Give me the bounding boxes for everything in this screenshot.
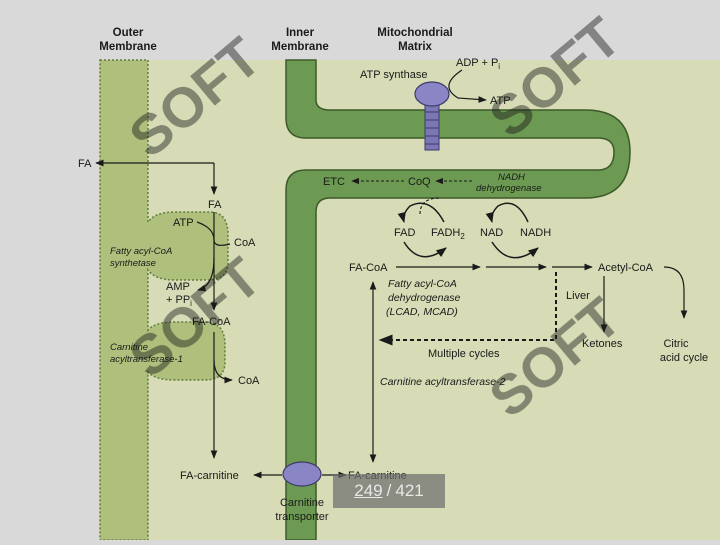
nadh-dh-label-2: dehydrogenase: [476, 183, 542, 194]
citric-label-1: Citric: [663, 338, 689, 350]
facs-label-2: synthetase: [110, 258, 156, 269]
fa-coa-left-label: FA-CoA: [192, 316, 231, 328]
carnitine-transporter-label-2: transporter: [275, 511, 329, 523]
facs-label-1: Fatty acyl-CoA: [110, 246, 172, 257]
ketones-label: Ketones: [582, 338, 623, 350]
header-matrix-line2: Matrix: [398, 41, 432, 53]
header-outer-line2: Membrane: [99, 41, 157, 53]
page-separator: /: [386, 481, 392, 500]
nadh-label: NADH: [520, 227, 551, 239]
inner-membrane: [285, 59, 631, 541]
fa-coa-right-label: FA-CoA: [349, 262, 388, 274]
coa-label-1: CoA: [234, 237, 256, 249]
facd-label-1: Fatty acyl-CoA: [388, 278, 457, 290]
header-inner-line2: Membrane: [271, 41, 329, 53]
cytosol-region: [0, 60, 100, 540]
nadh-dh-label-1: NADH: [498, 172, 525, 183]
etc-label: ETC: [323, 176, 345, 188]
facd-label-2: dehydrogenase: [388, 292, 461, 304]
ppi-label: + PPi: [166, 294, 192, 308]
coq-label: CoQ: [408, 176, 431, 188]
atp-synthase-label: ATP synthase: [360, 69, 427, 81]
fadh2-to-coq-link: [419, 197, 441, 215]
fa-label: FA: [208, 199, 222, 211]
cat1-label-2: acyltransferase-1: [110, 354, 183, 365]
cat1-label-1: Carnitine: [110, 342, 148, 353]
multiple-cycles-arrow: [378, 272, 557, 346]
fadh2-label: FADH2: [431, 227, 465, 241]
atp-product-label: ATP: [490, 95, 511, 107]
citric-label-2: acid cycle: [660, 352, 708, 364]
atp-synthase-head: [414, 81, 450, 107]
amp-label: AMP: [166, 281, 190, 293]
liver-label: Liver: [566, 290, 590, 302]
page-current: 249: [354, 481, 383, 500]
fad-cycle-bottom-arrow: [403, 241, 447, 258]
outer-membrane: [99, 59, 229, 541]
atp-synthase-arrow: [448, 69, 487, 103]
facd-label-3: (LCAD, MCAD): [386, 306, 458, 318]
fad-label: FAD: [394, 227, 415, 239]
multiple-cycles-label: Multiple cycles: [428, 348, 500, 360]
carnitine-transporter-protein: [282, 461, 322, 487]
adp-pi-label: ADP + Pi: [456, 57, 500, 71]
page-total: 421: [395, 481, 424, 500]
header-outer-line1: Outer: [113, 27, 144, 39]
acetyl-coa-label: Acetyl-CoA: [598, 262, 654, 274]
coa-label-2: CoA: [238, 375, 260, 387]
nad-cycle-top-arrow: [485, 202, 529, 224]
cat2-label: Carnitine acyltransferase-2: [380, 376, 506, 388]
coa-release-arrow: [213, 359, 233, 384]
nad-cycle-bottom-arrow: [491, 241, 539, 259]
nad-label: NAD: [480, 227, 503, 239]
header-inner-line1: Inner: [286, 27, 315, 39]
header-matrix-line1: Mitochondrial: [377, 27, 452, 39]
fad-cycle-top-arrow: [397, 202, 445, 224]
atp-label: ATP: [173, 217, 194, 229]
fa-out-label: FA: [78, 158, 92, 170]
page-indicator[interactable]: 249 / 421: [333, 474, 445, 508]
carnitine-transporter-label-1: Carnitine: [280, 497, 324, 509]
fa-carnitine-left-label: FA-carnitine: [180, 470, 239, 482]
atp-synthase-stalk-rings: [425, 111, 439, 145]
to-citric-arrow: [663, 266, 688, 319]
